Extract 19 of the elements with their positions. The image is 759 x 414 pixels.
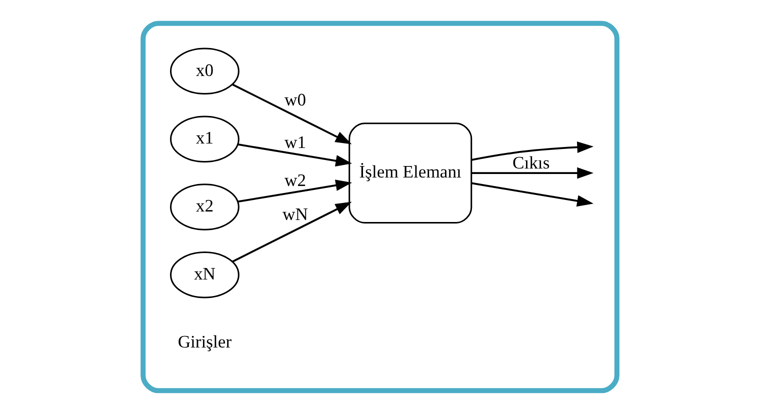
cluster xyxy=(140,20,619,394)
arrow xyxy=(471,167,594,179)
arrow xyxy=(471,182,593,207)
arrow xyxy=(238,144,352,166)
arrow xyxy=(238,180,352,203)
arrow xyxy=(470,142,594,161)
edge-label: w1 xyxy=(284,132,306,152)
node-box: İşlem Elemanı xyxy=(348,122,472,224)
edge-label: Cıkıs xyxy=(512,152,550,172)
node-ellipse: x1 xyxy=(170,116,239,162)
arrow xyxy=(232,202,352,262)
arrow xyxy=(232,84,352,144)
label: Girişler xyxy=(177,331,232,352)
edge-label: w2 xyxy=(284,170,306,190)
node-ellipse: xN xyxy=(170,252,239,298)
node-ellipse: x0 xyxy=(170,48,239,95)
edge-label: w0 xyxy=(284,89,306,110)
edge-label: wN xyxy=(282,204,308,224)
node-ellipse: x2 xyxy=(170,184,239,230)
